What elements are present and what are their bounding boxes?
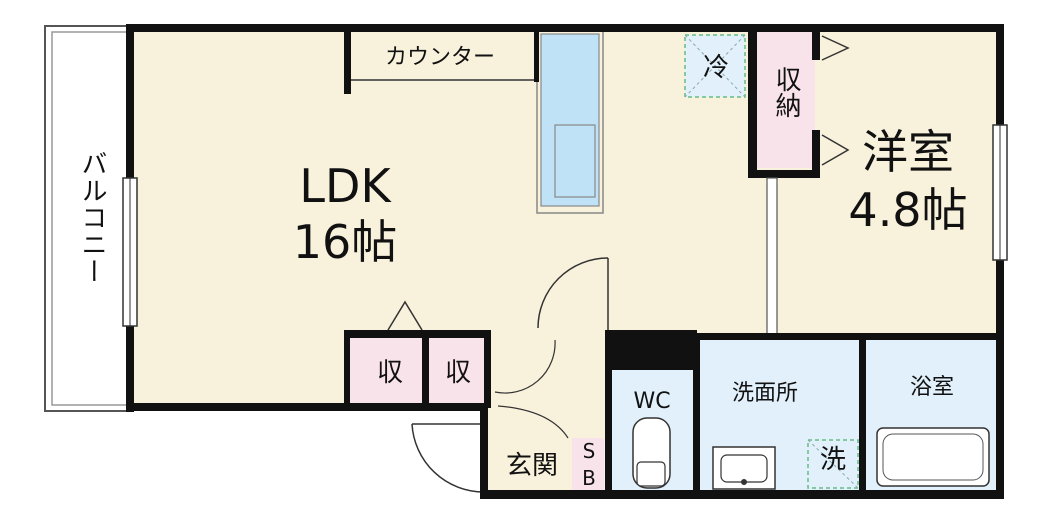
wall-entrance-left <box>480 403 488 499</box>
storage-closet-label: 収納 <box>771 66 801 118</box>
storage-small-1-label: 収 <box>377 358 403 388</box>
washroom-label: 洗面所 <box>732 381 798 406</box>
wall-top <box>126 24 1004 32</box>
wc-wall-right <box>693 340 700 492</box>
washer-label: 洗 <box>820 445 846 475</box>
hall-door-swing <box>494 339 556 394</box>
ldk-size-label: 16帖 <box>293 215 398 269</box>
wall-right <box>996 24 1004 499</box>
bathtub-inner <box>882 433 984 481</box>
toilet-label: WC <box>633 389 670 414</box>
wash-basin-bowl <box>720 454 768 483</box>
balcony-label: バルコニー <box>77 150 107 285</box>
shoe-box-label-s: S <box>583 439 596 463</box>
shoebox-door-swing <box>497 405 569 439</box>
washer-space <box>807 439 859 489</box>
balcony <box>44 25 131 412</box>
toilet-tank <box>636 461 666 487</box>
storage-closet <box>755 30 815 168</box>
closet-door-mark <box>821 35 850 61</box>
storage-wall-right <box>484 330 491 408</box>
entrance-door-swing <box>411 423 485 493</box>
counter-wall <box>344 30 351 94</box>
fridge-label: 冷 <box>703 53 729 83</box>
wet-core-wall <box>605 330 697 370</box>
counter-label: カウンター <box>385 45 495 70</box>
wc-wall-left <box>605 370 612 492</box>
kitchen-wall <box>534 30 539 82</box>
kitchen-sink-basin <box>554 124 596 198</box>
shoe-box <box>572 438 604 492</box>
closet-wall-left <box>748 30 757 178</box>
wall-bottom <box>484 490 1004 499</box>
storage-small-1 <box>348 338 423 406</box>
storage-small-2 <box>428 338 488 406</box>
bathroom-label: 浴室 <box>910 375 954 400</box>
ldk-label: LDK <box>299 159 392 213</box>
storage-door-mark <box>387 300 423 331</box>
sliding-door <box>766 177 778 335</box>
wet-area-wall-top <box>697 333 1000 340</box>
closet-wall-right-bottom <box>812 130 820 178</box>
storage-wall-left <box>344 330 350 408</box>
closet-wall-bottom <box>748 170 820 178</box>
entrance-label: 玄関 <box>506 451 558 481</box>
western-room-label: 洋室 <box>862 125 954 179</box>
wall-bottom-ldk <box>126 403 488 411</box>
storage-small-2-label: 収 <box>445 358 471 388</box>
ldk-door-swing <box>537 257 609 329</box>
western-room-size-label: 4.8帖 <box>848 183 967 237</box>
closet-door-mark <box>821 134 850 166</box>
closet-wall-right-top <box>812 30 820 60</box>
fridge-diagonal <box>684 34 746 98</box>
wash-basin-drain <box>741 479 747 485</box>
storage-wall-top <box>344 330 484 338</box>
shoe-box-label-b: B <box>582 466 596 490</box>
bathroom-wall-left <box>859 340 866 492</box>
storage-divider <box>422 330 429 408</box>
